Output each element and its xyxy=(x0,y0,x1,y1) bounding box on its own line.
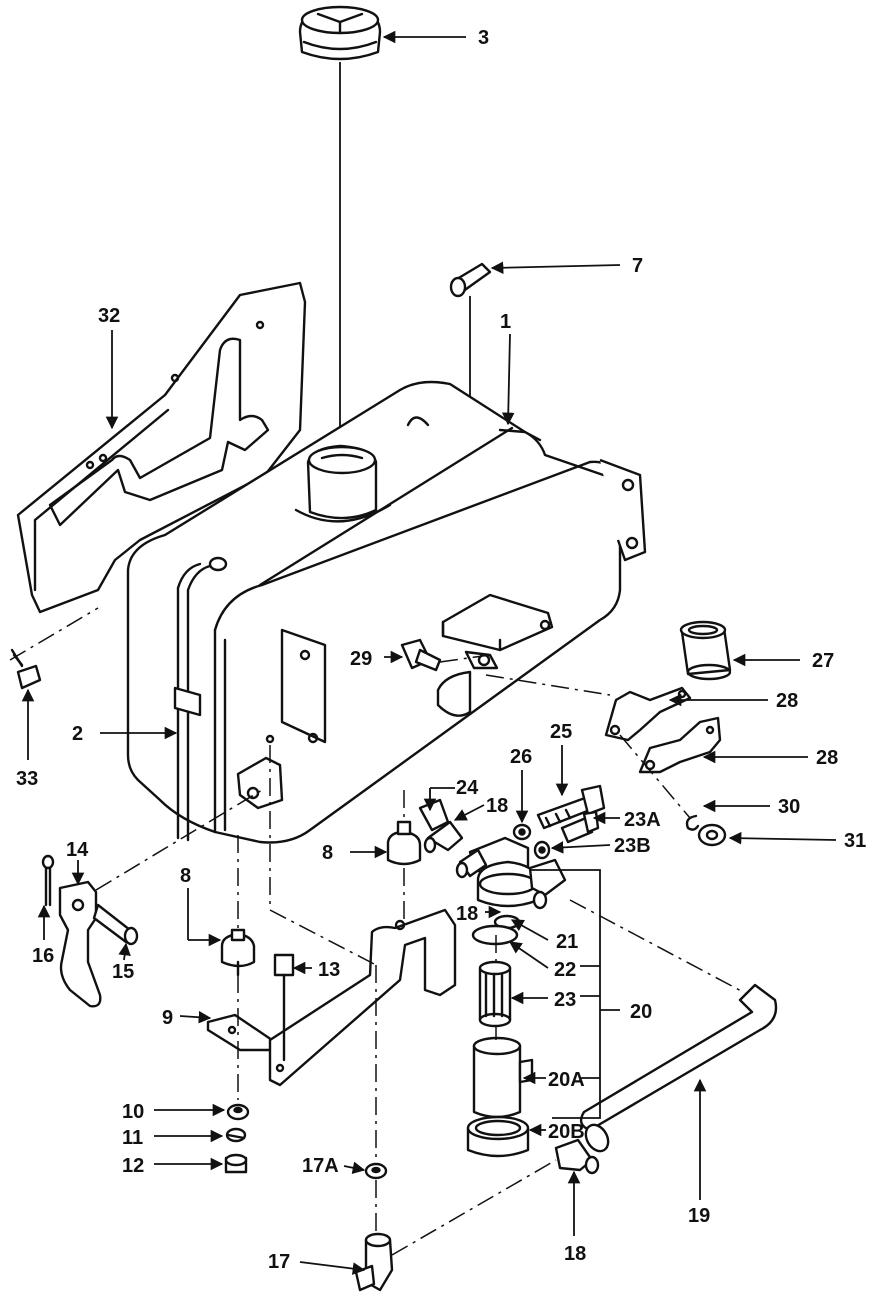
callout-9: 9 xyxy=(162,1007,173,1029)
callout-23B: 23B xyxy=(614,835,651,857)
callout-28-lower: 28 xyxy=(816,747,838,769)
bolt-25 xyxy=(536,784,606,830)
callout-29: 29 xyxy=(350,648,372,670)
fuel-hose xyxy=(579,983,778,1153)
callout-1: 1 xyxy=(500,311,511,333)
callout-labels: 3 7 1 32 27 29 28 28 25 26 24 18 23A 23B… xyxy=(16,27,866,1273)
nut-31 xyxy=(697,823,727,847)
callout-12: 12 xyxy=(122,1155,144,1177)
callout-2: 2 xyxy=(72,723,83,745)
callout-18-bottom: 18 xyxy=(564,1243,586,1265)
callout-18-top: 18 xyxy=(486,795,508,817)
washer-10 xyxy=(226,1103,250,1121)
lower-bracket xyxy=(206,908,457,1087)
callout-26: 26 xyxy=(510,746,532,768)
bolt-13 xyxy=(273,953,295,1062)
callout-28-upper: 28 xyxy=(776,690,798,712)
fitting-18-top xyxy=(423,820,464,854)
callout-8-lower: 8 xyxy=(180,865,191,887)
callout-24: 24 xyxy=(456,777,479,799)
callout-19: 19 xyxy=(688,1205,710,1227)
gasket-22 xyxy=(471,924,519,946)
callout-20: 20 xyxy=(630,1001,652,1023)
sleeve-27 xyxy=(679,620,732,681)
callout-16: 16 xyxy=(32,945,54,967)
callout-30: 30 xyxy=(778,796,800,818)
callout-8-upper: 8 xyxy=(322,842,333,864)
cotter-pin xyxy=(41,854,55,907)
leader-lines xyxy=(21,30,837,1275)
callout-21: 21 xyxy=(556,931,578,953)
lockwasher-11 xyxy=(225,1127,247,1143)
callout-23: 23 xyxy=(554,989,576,1011)
plug-23A xyxy=(560,810,600,844)
callout-10: 10 xyxy=(122,1101,144,1123)
callout-33: 33 xyxy=(16,768,38,790)
retaining-ring-20B xyxy=(466,1115,530,1158)
callout-18-mid: 18 xyxy=(456,903,478,925)
return-tube xyxy=(173,556,228,842)
nut-12 xyxy=(224,1153,248,1174)
fitting-8-lower xyxy=(220,928,256,977)
callout-22: 22 xyxy=(554,959,576,981)
callout-11: 11 xyxy=(122,1127,143,1149)
callout-15: 15 xyxy=(112,961,134,983)
fitting-8-upper xyxy=(386,820,422,866)
callout-27: 27 xyxy=(812,650,834,672)
fitting-18-bottom xyxy=(554,1138,600,1175)
filter-bowl-20A xyxy=(472,1036,534,1119)
washer-26 xyxy=(512,823,532,841)
fuel-tank xyxy=(126,380,647,844)
clamp-28-upper xyxy=(604,686,692,742)
washer-17A xyxy=(364,1162,388,1180)
callout-17A: 17A xyxy=(302,1155,339,1177)
callout-7: 7 xyxy=(632,255,643,277)
callout-31: 31 xyxy=(844,830,866,852)
filter-head xyxy=(455,836,567,910)
callout-20A: 20A xyxy=(548,1069,585,1091)
filter-element-23 xyxy=(478,960,512,1028)
clevis-pin xyxy=(92,903,139,946)
callout-23A: 23A xyxy=(624,809,661,831)
callout-32: 32 xyxy=(98,305,120,327)
fuel-cap xyxy=(298,5,382,61)
screw-29 xyxy=(400,638,442,672)
lever-bracket xyxy=(58,880,102,1008)
callout-20B: 20B xyxy=(548,1121,585,1143)
shutoff-valve-17 xyxy=(354,1232,394,1292)
callout-13: 13 xyxy=(318,959,340,981)
vent-tube xyxy=(449,262,492,298)
callout-14: 14 xyxy=(66,839,89,861)
clip-30 xyxy=(685,814,700,831)
callout-3: 3 xyxy=(478,27,489,49)
callout-25: 25 xyxy=(550,721,572,743)
clamp-28-lower xyxy=(638,716,722,774)
washer-23B xyxy=(533,840,551,860)
callout-17: 17 xyxy=(268,1251,290,1273)
